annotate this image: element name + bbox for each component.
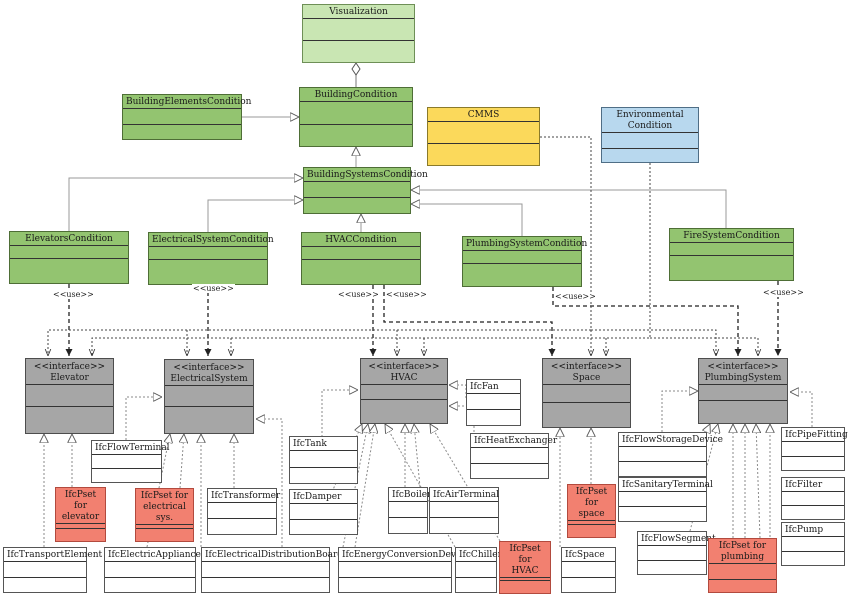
class-ifc-filter[interactable]: IfcFilter xyxy=(781,477,845,520)
class-environmental-condition-label: Environmental Condition xyxy=(616,110,684,131)
interface-space-label: <<interface>> Space xyxy=(550,362,623,383)
class-ifc-filter-label: IfcFilter xyxy=(785,480,823,490)
class-ifc-damper-label: IfcDamper xyxy=(293,492,342,502)
class-elevators-condition[interactable]: ElevatorsCondition xyxy=(9,231,129,284)
class-ifc-chiller[interactable]: IfcChiller xyxy=(455,547,502,593)
class-ifc-transport-element[interactable]: IfcTransportElement xyxy=(3,547,103,593)
class-building-condition[interactable]: BuildingCondition xyxy=(299,87,413,147)
class-ifc-space[interactable]: IfcSpace xyxy=(561,547,616,593)
class-ifc-electrical-distribution-board[interactable]: IfcElectricalDistributionBoard xyxy=(201,547,344,593)
class-building-systems-condition[interactable]: BuildingSystemsCondition xyxy=(303,167,428,214)
class-ifc-flow-storage-device[interactable]: IfcFlowStorageDevice xyxy=(618,432,723,477)
class-pset-electrical-label: IfcPset for electrical sys. xyxy=(140,491,189,523)
class-pset-hvac-label: IfcPset for HVAC xyxy=(509,544,541,576)
class-visualization[interactable]: Visualization xyxy=(302,4,415,63)
class-fire-system-condition-label: FireSystemCondition xyxy=(683,231,780,241)
use-dependency-lines xyxy=(65,281,782,356)
class-electrical-system-condition-label: ElectricalSystemCondition xyxy=(152,235,274,245)
class-plumbing-system-condition-label: PlumbingSystemCondition xyxy=(466,239,588,249)
class-hvac-condition-label: HVACCondition xyxy=(325,235,397,245)
class-ifc-boiler[interactable]: IfcBoiler xyxy=(388,487,432,534)
generalization-lines xyxy=(68,117,727,236)
interface-space[interactable]: <<interface>> Space xyxy=(542,358,631,428)
interface-elevator-label: <<interface>> Elevator xyxy=(33,362,106,383)
class-ifc-electric-appliance[interactable]: IfcElectricAppliance xyxy=(104,547,201,593)
class-visualization-label: Visualization xyxy=(329,7,388,17)
class-building-systems-condition-label: BuildingSystemsCondition xyxy=(307,170,428,180)
class-ifc-electric-appliance-label: IfcElectricAppliance xyxy=(108,550,201,560)
class-pset-elevator-label: IfcPset for elevator xyxy=(61,490,100,522)
interface-electrical-system[interactable]: <<interface>> ElectricalSystem xyxy=(164,359,254,434)
class-building-elements-condition-label: BuildingElementsCondition xyxy=(126,97,252,107)
class-ifc-sanitary-terminal[interactable]: IfcSanitaryTerminal xyxy=(618,477,713,522)
class-building-elements-condition[interactable]: BuildingElementsCondition xyxy=(122,94,252,140)
class-ifc-air-terminal[interactable]: IfcAirTerminal xyxy=(429,487,499,534)
use-label-fire: <<use>> xyxy=(762,288,805,297)
class-ifc-electrical-distribution-board-label: IfcElectricalDistributionBoard xyxy=(205,550,344,560)
association-lines xyxy=(48,136,758,356)
class-cmms-label: CMMS xyxy=(467,110,500,120)
class-ifc-chiller-label: IfcChiller xyxy=(459,550,502,560)
class-pset-electrical[interactable]: IfcPset for electrical sys. xyxy=(135,488,194,542)
class-fire-system-condition[interactable]: FireSystemCondition xyxy=(669,228,794,281)
interface-elevator[interactable]: <<interface>> Elevator xyxy=(25,358,114,434)
use-label-elevator: <<use>> xyxy=(52,290,95,299)
class-pset-space[interactable]: IfcPset for space xyxy=(567,484,616,538)
interface-electrical-system-label: <<interface>> ElectricalSystem xyxy=(170,363,248,384)
class-ifc-sanitary-terminal-label: IfcSanitaryTerminal xyxy=(622,480,713,490)
use-label-hvac-2: <<use>> xyxy=(385,290,428,299)
class-ifc-tank-label: IfcTank xyxy=(293,439,327,449)
class-building-condition-label: BuildingCondition xyxy=(314,90,398,100)
class-ifc-air-terminal-label: IfcAirTerminal xyxy=(433,490,499,500)
class-electrical-system-condition[interactable]: ElectricalSystemCondition xyxy=(148,232,274,285)
class-environmental-condition[interactable]: Environmental Condition xyxy=(601,107,699,163)
use-label-plumbing: <<use>> xyxy=(554,292,597,301)
class-pset-space-label: IfcPset for space xyxy=(575,487,608,519)
class-ifc-transformer-label: IfcTransformer xyxy=(211,491,281,501)
class-plumbing-system-condition[interactable]: PlumbingSystemCondition xyxy=(462,236,588,287)
class-ifc-flow-segment-label: IfcFlowSegment xyxy=(641,534,716,544)
class-hvac-condition[interactable]: HVACCondition xyxy=(301,232,421,285)
class-ifc-tank[interactable]: IfcTank xyxy=(289,436,358,484)
class-ifc-transformer[interactable]: IfcTransformer xyxy=(207,488,281,535)
class-ifc-space-label: IfcSpace xyxy=(565,550,605,560)
class-ifc-pump-label: IfcPump xyxy=(785,525,824,535)
class-ifc-flow-storage-device-label: IfcFlowStorageDevice xyxy=(622,435,723,445)
class-ifc-damper[interactable]: IfcDamper xyxy=(289,489,358,535)
class-ifc-fan-label: IfcFan xyxy=(470,382,499,392)
class-ifc-pipe-fitting-label: IfcPipeFitting xyxy=(785,430,848,440)
use-label-electrical: <<use>> xyxy=(192,284,235,293)
class-pset-hvac[interactable]: IfcPset for HVAC xyxy=(499,541,551,594)
class-ifc-flow-terminal-label: IfcFlowTerminal xyxy=(95,443,170,453)
class-ifc-flow-segment[interactable]: IfcFlowSegment xyxy=(637,531,716,575)
class-ifc-transport-element-label: IfcTransportElement xyxy=(7,550,103,560)
class-ifc-heat-exchanger[interactable]: IfcHeatExchanger xyxy=(470,433,558,479)
interface-hvac-label: <<interface>> HVAC xyxy=(368,362,440,383)
use-label-hvac-1: <<use>> xyxy=(337,290,380,299)
interface-hvac[interactable]: <<interface>> HVAC xyxy=(360,358,448,424)
interface-plumbing-system-label: <<interface>> PlumbingSystem xyxy=(704,362,782,383)
class-cmms[interactable]: CMMS xyxy=(427,107,540,166)
class-ifc-heat-exchanger-label: IfcHeatExchanger xyxy=(474,436,558,446)
aggregation-visualization xyxy=(351,62,361,87)
class-ifc-flow-terminal[interactable]: IfcFlowTerminal xyxy=(91,440,170,483)
class-ifc-fan[interactable]: IfcFan xyxy=(466,379,521,426)
class-ifc-energy-conversion-device[interactable]: IfcEnergyConversionDevice xyxy=(338,547,470,593)
class-elevators-condition-label: ElevatorsCondition xyxy=(25,234,113,244)
interface-plumbing-system[interactable]: <<interface>> PlumbingSystem xyxy=(698,358,788,424)
class-ifc-pipe-fitting[interactable]: IfcPipeFitting xyxy=(781,427,848,471)
class-ifc-pump[interactable]: IfcPump xyxy=(781,522,845,566)
class-ifc-energy-conversion-device-label: IfcEnergyConversionDevice xyxy=(342,550,470,560)
class-ifc-boiler-label: IfcBoiler xyxy=(392,490,432,500)
class-pset-plumbing-label: IfcPset for plumbing xyxy=(718,541,767,562)
class-pset-plumbing[interactable]: IfcPset for plumbing xyxy=(708,538,777,593)
class-pset-elevator[interactable]: IfcPset for elevator xyxy=(55,487,106,542)
